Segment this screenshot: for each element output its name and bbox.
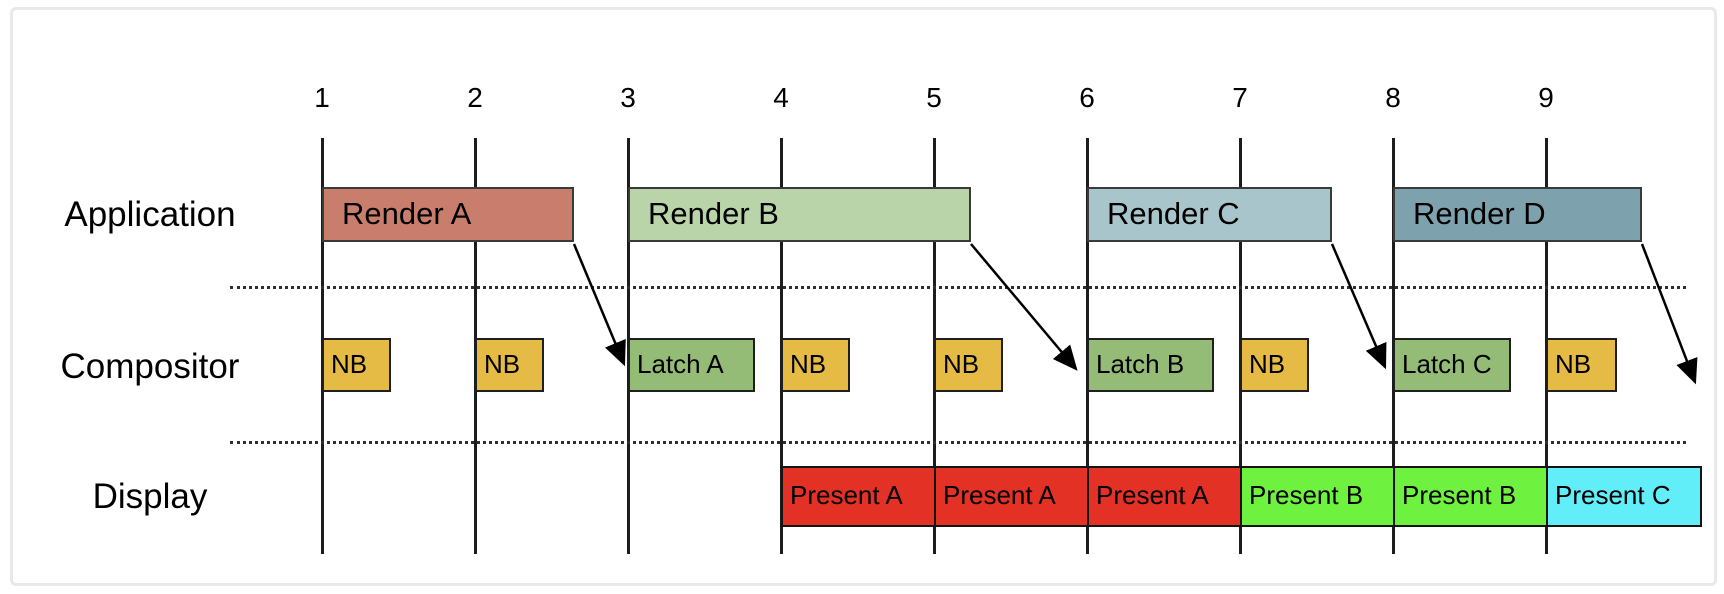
lane-separator-compositor-display	[230, 441, 1686, 444]
tick-label-9: 9	[1538, 82, 1554, 113]
present-block-c1: Present C	[1546, 466, 1702, 527]
render-block-c: Render C	[1087, 187, 1332, 242]
tick-label-7: 7	[1232, 82, 1248, 113]
latch-block-b: Latch B	[1087, 338, 1214, 392]
present-block-a1: Present A	[781, 466, 937, 527]
tick-label-6: 6	[1079, 82, 1095, 113]
tick-label-5: 5	[926, 82, 942, 113]
render-block-b: Render B	[628, 187, 971, 242]
render-block-d: Render D	[1393, 187, 1642, 242]
latch-block-c: Latch C	[1393, 338, 1511, 392]
render-block-a: Render A	[322, 187, 574, 242]
lane-label-display: Display	[92, 477, 208, 516]
tick-label-2: 2	[467, 82, 483, 113]
nb-block-5: NB	[1240, 338, 1309, 392]
card-border	[10, 7, 1717, 586]
nb-block-4: NB	[934, 338, 1003, 392]
tick-label-4: 4	[773, 82, 789, 113]
tick-label-3: 3	[620, 82, 636, 113]
present-block-b2: Present B	[1393, 466, 1549, 527]
nb-block-6: NB	[1546, 338, 1617, 392]
tick-label-1: 1	[314, 82, 330, 113]
nb-block-3: NB	[781, 338, 850, 392]
lane-separator-app-compositor	[230, 286, 1686, 289]
lane-label-compositor: Compositor	[60, 347, 240, 386]
nb-block-1: NB	[322, 338, 391, 392]
tick-label-8: 8	[1385, 82, 1401, 113]
present-block-a3: Present A	[1087, 466, 1243, 527]
nb-block-2: NB	[475, 338, 544, 392]
latch-block-a: Latch A	[628, 338, 755, 392]
present-block-b1: Present B	[1240, 466, 1396, 527]
lane-label-application: Application	[64, 195, 236, 234]
present-block-a2: Present A	[934, 466, 1090, 527]
